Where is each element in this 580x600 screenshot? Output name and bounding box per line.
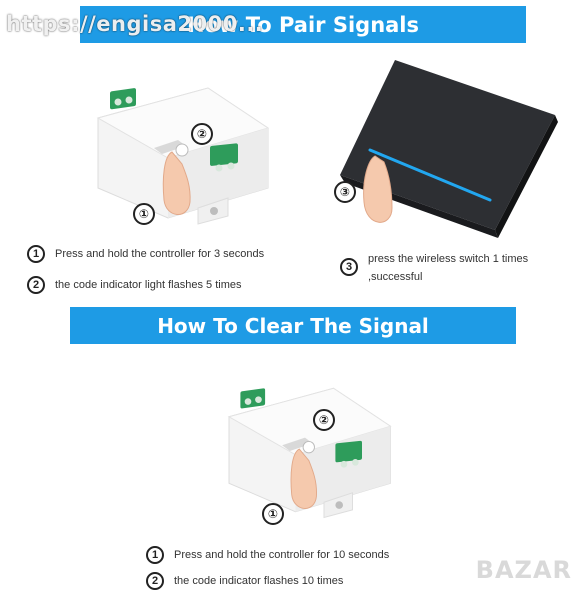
pair-step-1: 1 Press and hold the controller for 3 se… <box>27 245 264 263</box>
step-3-badge: ③ <box>334 181 356 203</box>
step-2-badge: ② <box>191 123 213 145</box>
wireless-switch-illustration <box>340 60 558 238</box>
pair-step-2-text: the code indicator light flashes 5 times <box>55 279 242 291</box>
clear-title: How To Clear The Signal <box>157 313 429 338</box>
step-1-badge: ① <box>133 203 155 225</box>
pair-step-2: 2 the code indicator light flashes 5 tim… <box>27 276 242 294</box>
pair-title-banner: How To Pair Signals <box>80 6 526 43</box>
step-number: 3 <box>340 258 358 276</box>
clear-step-1: 1 Press and hold the controller for 10 s… <box>146 546 389 564</box>
clear-step-2: 2 the code indicator flashes 10 times <box>146 572 343 590</box>
step-number: 2 <box>146 572 164 590</box>
pair-step-3-line-1: press the wireless switch 1 times <box>368 253 529 265</box>
clear-step-1-badge: ① <box>262 503 284 525</box>
brand-watermark: BAZAR <box>475 556 572 584</box>
clear-step-1-text: Press and hold the controller for 10 sec… <box>174 549 390 561</box>
step-number: 1 <box>27 245 45 263</box>
pair-step-1-text: Press and hold the controller for 3 seco… <box>55 248 265 260</box>
url-watermark: https://engisa2000... <box>6 12 264 36</box>
step-number: 1 <box>146 546 164 564</box>
clear-step-2-text: the code indicator flashes 10 times <box>174 575 344 587</box>
clear-title-banner: How To Clear The Signal <box>70 307 516 344</box>
receiver-module-illustration-clear <box>227 387 392 519</box>
pair-step-3: 3 press the wireless switch 1 times ,suc… <box>340 250 528 286</box>
receiver-module-illustration <box>96 87 270 225</box>
pair-title: How To Pair Signals <box>186 12 420 37</box>
clear-step-2-badge: ② <box>313 409 335 431</box>
pair-step-3-line-2: ,successful <box>368 271 423 283</box>
step-number: 2 <box>27 276 45 294</box>
